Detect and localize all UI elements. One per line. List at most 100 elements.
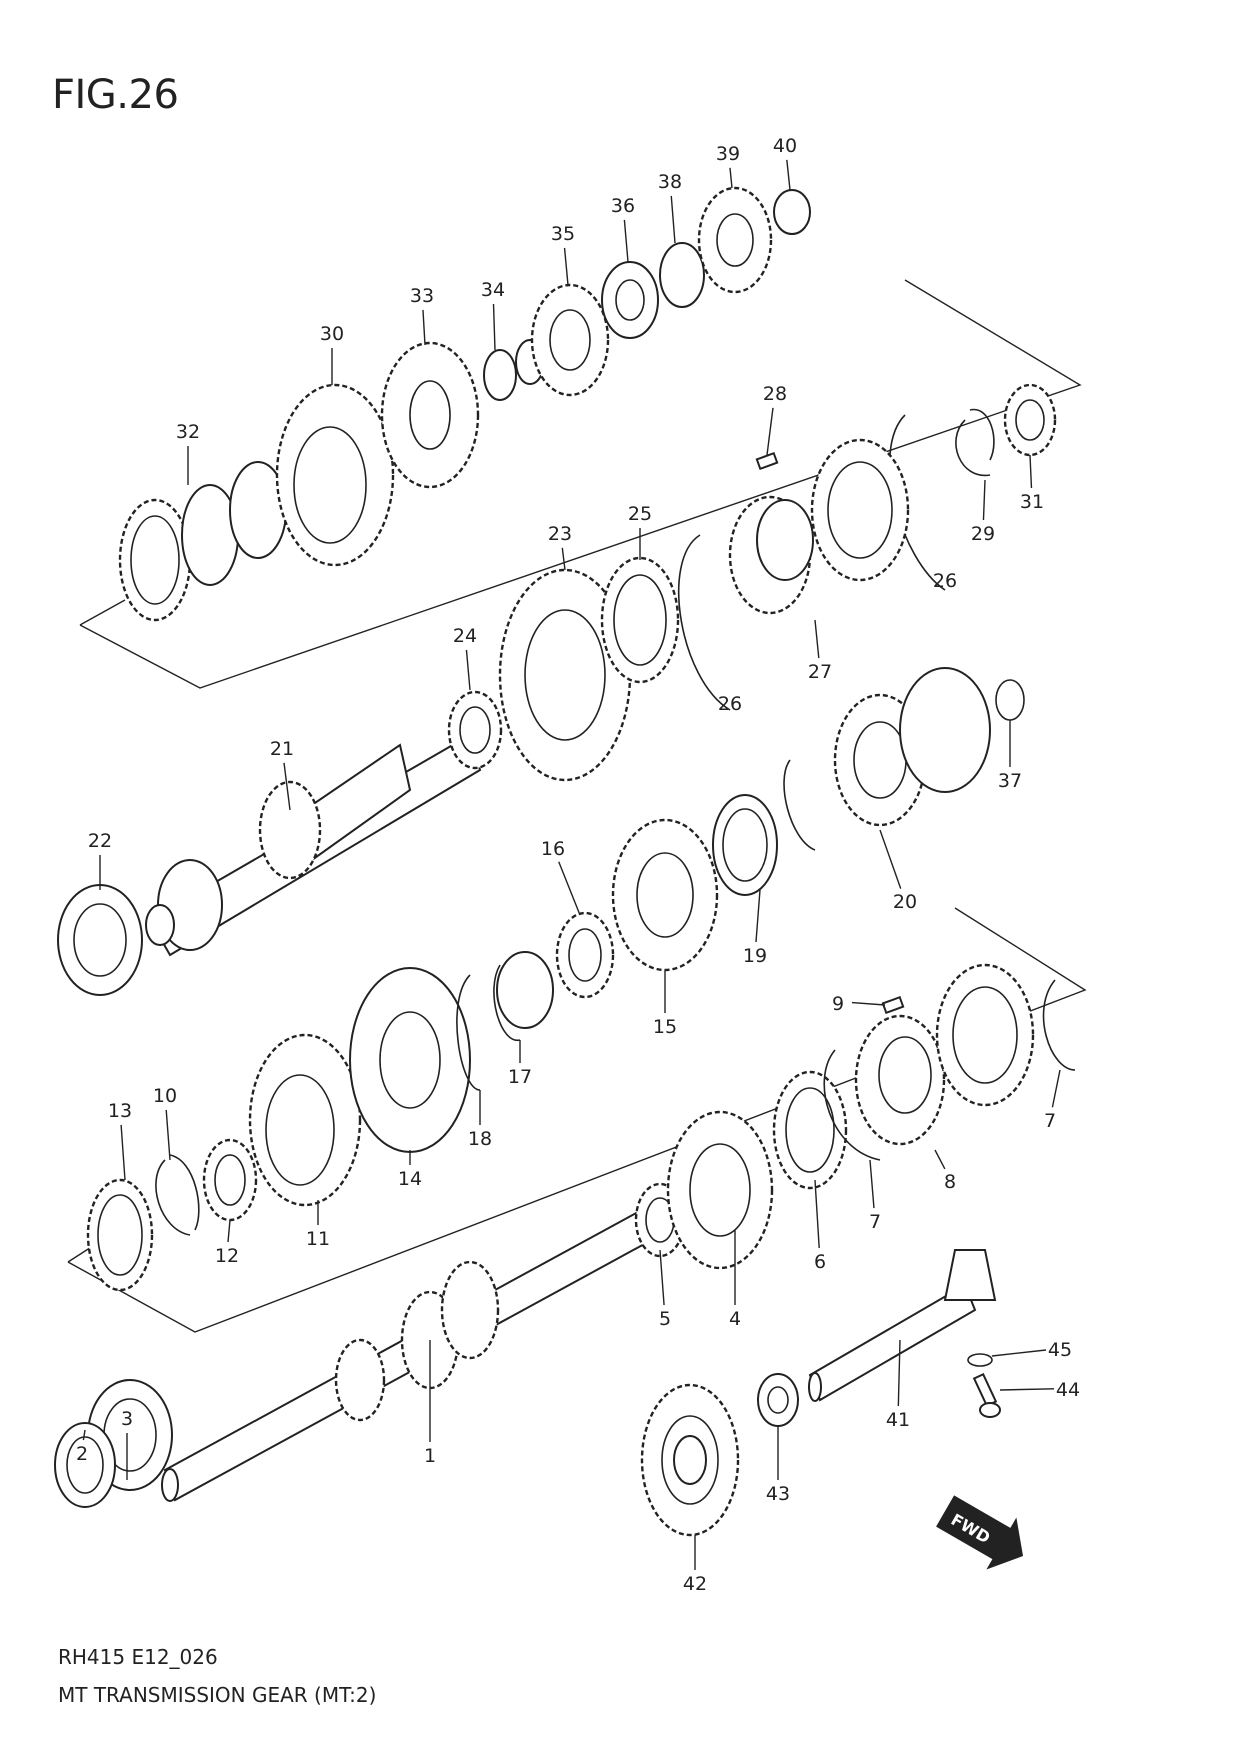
gear-35 — [530, 283, 610, 397]
needle-bearing-31 — [1003, 383, 1057, 457]
callout-leader — [879, 829, 902, 889]
callout-label: 11 — [306, 1228, 330, 1250]
callout-leader — [120, 1124, 126, 1181]
callout-leader — [999, 1388, 1055, 1391]
key-9 — [881, 995, 905, 1015]
lower-group-outline — [67, 907, 1087, 1333]
callout-label: 10 — [153, 1085, 177, 1107]
callout-leader — [465, 649, 471, 691]
callout-label: 30 — [320, 323, 344, 345]
callout-leader — [558, 861, 581, 916]
callout-leader — [82, 1429, 86, 1441]
callout-label: 24 — [453, 625, 477, 647]
callout-label: 33 — [410, 285, 434, 307]
callout-leader — [492, 303, 496, 351]
callout-label: 3 — [121, 1408, 133, 1430]
callout-leader — [561, 547, 566, 571]
washer-45 — [967, 1353, 993, 1367]
gear-4 — [666, 1110, 774, 1270]
gear-15 — [611, 818, 719, 972]
callout-label: 17 — [508, 1066, 532, 1088]
countershaft-1 — [161, 1198, 672, 1502]
hub-sleeve-8 — [854, 963, 1035, 1146]
main-shaft-21 — [145, 733, 482, 957]
callout-leader — [869, 1159, 875, 1209]
seal-2 — [54, 1422, 116, 1508]
callout-label: 32 — [176, 421, 200, 443]
diagram-caption: MT TRANSMISSION GEAR (MT:2) — [58, 1683, 377, 1707]
gear-11 — [248, 1033, 362, 1207]
callout-label: 1 — [424, 1445, 436, 1467]
callout-label: 43 — [766, 1483, 790, 1505]
bearing-14 — [349, 967, 471, 1153]
callout-label: 8 — [944, 1171, 956, 1193]
circlip-10 — [155, 1154, 200, 1236]
callout-leader — [623, 219, 629, 263]
callout-label: 38 — [658, 171, 682, 193]
upper-group-outline-left — [79, 599, 126, 626]
callout-label: 35 — [551, 223, 575, 245]
callout-label: 20 — [893, 891, 917, 913]
callout-label: 16 — [541, 838, 565, 860]
callout-leader — [659, 1249, 665, 1306]
callout-labels: 1234567789101112131415161718192021222324… — [76, 135, 1080, 1595]
callout-label: 18 — [468, 1128, 492, 1150]
callout-label: 19 — [743, 945, 767, 967]
bearing-22 — [57, 884, 143, 996]
callout-leader — [729, 167, 733, 189]
callout-leader — [982, 479, 986, 521]
callout-label: 12 — [215, 1245, 239, 1267]
callout-label: 26 — [933, 570, 957, 592]
callout-label: 27 — [808, 661, 832, 683]
fwd-arrow-icon: FWD — [936, 1495, 1024, 1570]
callout-label: 23 — [548, 523, 572, 545]
shift-key-20 — [783, 759, 816, 851]
callout-leader — [283, 762, 291, 811]
callout-leader — [422, 309, 426, 346]
callout-leader — [1051, 1069, 1061, 1108]
sync-ring-6 — [772, 1070, 848, 1190]
hub-sleeve-20 — [833, 667, 991, 827]
callout-label: 9 — [832, 993, 844, 1015]
needle-bearing-24 — [447, 690, 503, 770]
gear-30 — [275, 383, 395, 567]
callout-label: 5 — [659, 1308, 671, 1330]
bearing-36 — [601, 261, 659, 339]
callout-label: 14 — [398, 1168, 422, 1190]
callout-label: 4 — [729, 1308, 741, 1330]
callout-leader — [897, 1339, 901, 1407]
spring-7-right — [1042, 979, 1076, 1071]
needle-bearing-12 — [202, 1138, 258, 1222]
callout-leader — [755, 889, 761, 943]
circlip-18 — [456, 974, 481, 1091]
callout-leader — [814, 1179, 820, 1249]
key-28 — [755, 451, 779, 471]
washer-43 — [757, 1373, 799, 1427]
callout-leader — [766, 407, 774, 456]
callout-label: 26 — [718, 693, 742, 715]
callout-label: 7 — [869, 1211, 881, 1233]
nut-40 — [773, 189, 811, 235]
callout-label: 45 — [1048, 1339, 1072, 1361]
spring-26-lower — [677, 534, 731, 711]
callout-label: 7 — [1044, 1110, 1056, 1132]
hub-sleeve-27 — [728, 438, 910, 615]
callout-leader — [1029, 454, 1033, 489]
callout-leader — [786, 159, 791, 191]
callout-label: 42 — [683, 1573, 707, 1595]
callout-label: 2 — [76, 1443, 88, 1465]
parts-artwork: FWD — [54, 186, 1087, 1570]
callout-leader — [851, 1001, 886, 1006]
callout-label: 25 — [628, 503, 652, 525]
circlip-37 — [995, 679, 1025, 721]
callout-label: 41 — [886, 1409, 910, 1431]
callout-leader — [165, 1109, 171, 1161]
circlip-29 — [955, 408, 995, 477]
figure-title: FIG.26 — [52, 72, 179, 118]
callout-label: 21 — [270, 738, 294, 760]
washer-38 — [659, 242, 705, 308]
callout-label: 13 — [108, 1100, 132, 1122]
diagram-code: RH415 E12_026 — [58, 1645, 218, 1669]
callout-leader — [227, 1219, 231, 1243]
